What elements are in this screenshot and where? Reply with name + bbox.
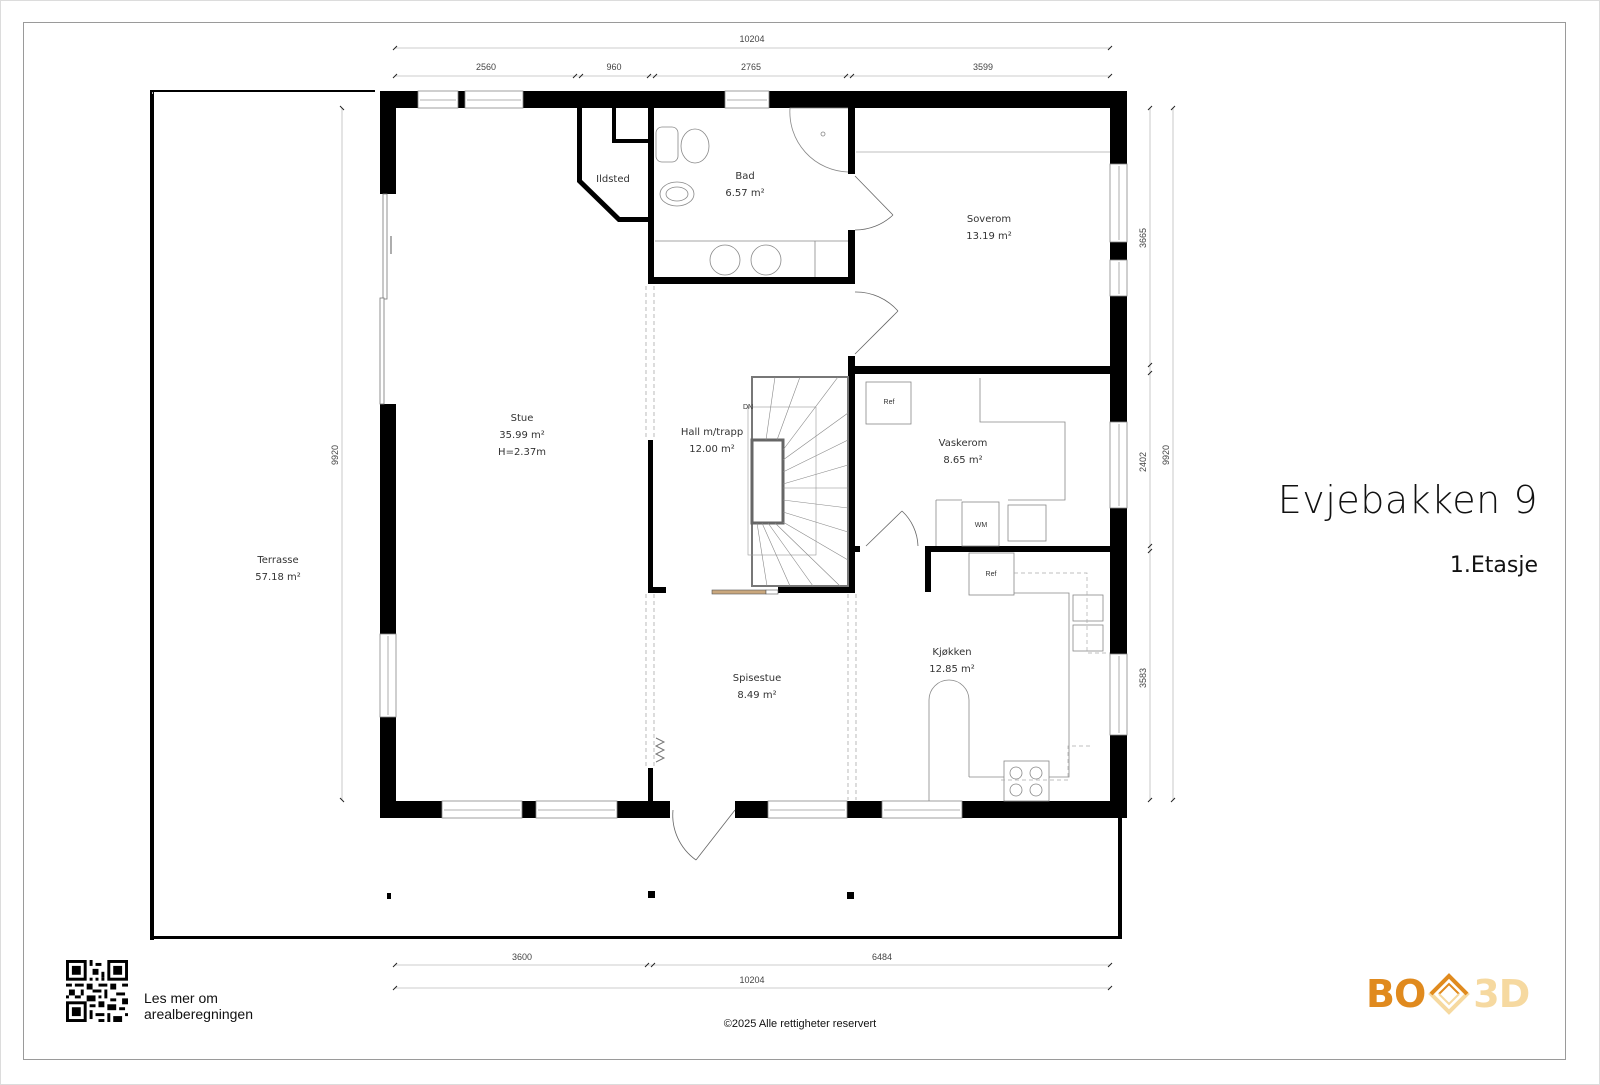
room-area-spisestue: 8.49 m²	[737, 690, 776, 701]
pocket-door	[711, 589, 779, 595]
room-height-stue: H=2.37m	[498, 447, 546, 458]
dim-bottom-seg: 3600	[512, 952, 532, 962]
room-name-kjokken: Kjøkken	[932, 647, 971, 658]
copyright: ©2025 Alle rettigheter reservert	[723, 1018, 877, 1030]
room-boundaries	[645, 286, 857, 800]
room-labels: Ildsted Bad 6.57 m² Soverom 13.19 m² Stu…	[255, 171, 1012, 701]
fridge-label: Ref	[986, 571, 997, 578]
dim-top-seg: 2765	[741, 62, 761, 72]
room-name-stue: Stue	[511, 413, 534, 424]
room-area-kjokken: 12.85 m²	[929, 664, 975, 675]
logo-diamond-icon	[1428, 973, 1471, 1015]
drawing-frame	[23, 22, 1566, 1060]
terrace-post	[648, 891, 655, 898]
laundry-fixtures	[865, 378, 1066, 547]
area-info-link[interactable]: Les mer om arealberegningen	[144, 990, 253, 1022]
dim-bottom-total: 10204	[739, 975, 764, 985]
terrace-post	[387, 893, 391, 899]
qr-text-line2: arealberegningen	[144, 1006, 253, 1022]
dim-top-seg: 2560	[476, 62, 496, 72]
doors	[672, 175, 919, 861]
terrace-outline	[150, 90, 1122, 940]
room-area-soverom: 13.19 m²	[966, 231, 1012, 242]
dim-right-total: 9920	[1161, 445, 1171, 465]
bathroom-fixtures	[655, 107, 849, 277]
stair-direction-label: DN	[743, 404, 753, 411]
room-name-spisestue: Spisestue	[733, 673, 781, 684]
room-area-terrasse: 57.18 m²	[255, 572, 301, 583]
dimension-lines	[341, 47, 1174, 989]
wardrobe-symbol	[654, 737, 666, 763]
qr-code[interactable]	[66, 960, 128, 1022]
floor-label: 1.Etasje	[1449, 553, 1538, 578]
logo-text-3d: 3D	[1473, 972, 1530, 1016]
logo-text-bo: BO	[1366, 972, 1426, 1016]
interior-walls	[577, 108, 1127, 808]
bo3d-logo: BO 3D	[1366, 972, 1530, 1016]
kitchen-fixtures	[928, 552, 1104, 802]
room-name-terrasse: Terrasse	[256, 555, 298, 566]
room-area-vaskerom: 8.65 m²	[943, 455, 982, 466]
sliding-door	[379, 193, 392, 405]
property-title: Evjebakken 9	[1277, 478, 1538, 522]
room-name-bad: Bad	[735, 171, 754, 182]
room-area-stue: 35.99 m²	[499, 430, 545, 441]
dim-bottom-seg: 6484	[872, 952, 892, 962]
dim-top-seg: 960	[606, 62, 621, 72]
dim-left-terrace: 9920	[330, 445, 340, 465]
dim-right-seg: 3583	[1138, 668, 1148, 688]
dim-top-seg: 3599	[973, 62, 993, 72]
dimension-values: 10204 2560 960 2765 3599 3600 6484 10204…	[330, 34, 1171, 985]
fridge-label: Ref	[884, 399, 895, 406]
room-area-hall: 12.00 m²	[689, 444, 735, 455]
room-name-soverom: Soverom	[967, 214, 1011, 225]
dim-right-seg: 3665	[1138, 228, 1148, 248]
dimension-ticks	[339, 45, 1176, 991]
washing-machine-label: WM	[975, 522, 988, 529]
qr-text-line1: Les mer om	[144, 990, 218, 1006]
room-name-hall: Hall m/trapp	[681, 427, 743, 438]
room-name-vaskerom: Vaskerom	[939, 438, 988, 449]
terrace-post	[847, 892, 854, 899]
room-name-ildsted: Ildsted	[596, 174, 630, 185]
dim-top-total: 10204	[739, 34, 764, 44]
staircase: DN	[743, 376, 849, 587]
room-area-bad: 6.57 m²	[725, 188, 764, 199]
dim-right-seg: 2402	[1138, 452, 1148, 472]
